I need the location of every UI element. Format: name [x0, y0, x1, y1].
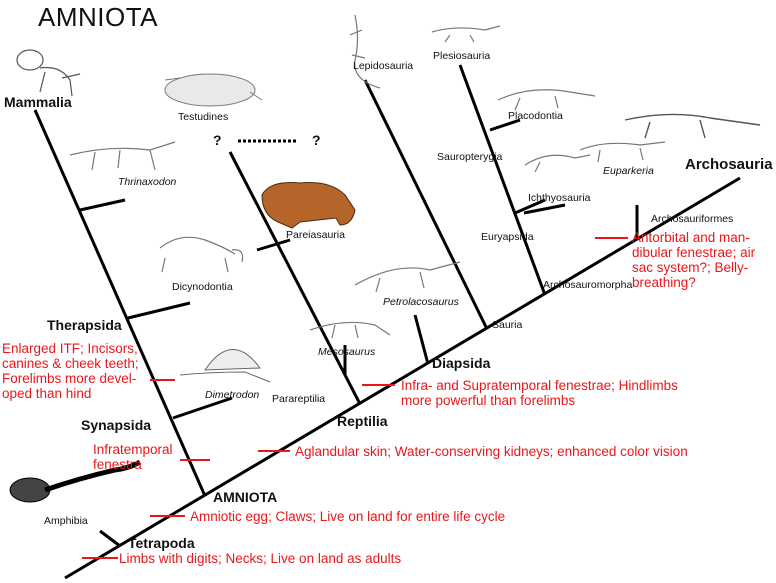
taxon-sauria: Sauria: [492, 319, 523, 331]
clade-diapsida: Diapsida: [432, 355, 491, 371]
branch-placodontia: [489, 118, 521, 132]
branch-thrinaxodon: [79, 198, 126, 212]
taxon-amphibia: Amphibia: [44, 515, 88, 527]
plesiosaur-skeleton-icon: [431, 25, 501, 43]
branch-lepidosauria: [363, 79, 489, 330]
branch-dicynodontia: [127, 301, 191, 320]
euparkeria-skeleton-icon: [579, 141, 666, 163]
trait-reptilia: Aglandular skin; Water-conserving kidney…: [295, 444, 688, 459]
trait-therapsida: Enlarged ITF; Incisors, canines & cheek …: [2, 341, 139, 401]
taxon-archosauriformes: Archosauriformes: [651, 213, 734, 225]
turtle-skeleton-icon: [164, 73, 263, 107]
taxon-archosauromorpha: Archosauromorpha: [543, 279, 633, 291]
taxon-euparkeria: Euparkeria: [603, 165, 654, 177]
thrinaxodon-skeleton-icon: [69, 141, 176, 171]
clade-amniota: AMNIOTA: [213, 489, 278, 505]
branch-pareiasauria: [256, 238, 291, 252]
branch-synapsida: [33, 109, 207, 497]
taxon-placodontia: Placodontia: [508, 110, 563, 122]
trait-synapsida: Infratemporal fenestra: [93, 442, 173, 472]
lepidosaur-skeleton-icon: [349, 14, 381, 89]
taxon-sauropterygia: Sauropterygia: [437, 151, 503, 163]
taxon-parareptilia: Parareptilia: [272, 393, 326, 405]
main-trunk-line: [64, 176, 741, 580]
taxon-ichthyosauria: Ichthyosauria: [528, 192, 591, 204]
taxon-thrinaxodon: Thrinaxodon: [118, 176, 177, 188]
crocodile-skeleton-icon: [624, 113, 761, 139]
branch-dimetrodon: [172, 396, 233, 420]
trait-amniota: Amniotic egg; Claws; Live on land for en…: [190, 509, 506, 524]
ichthyosaur-skeleton-icon: [524, 154, 591, 173]
page-title: AMNIOTA: [38, 2, 159, 32]
amphibian-icon: [9, 459, 142, 503]
placodont-skeleton-icon: [497, 89, 596, 111]
mammal-skeleton-icon: [16, 49, 81, 97]
trait-tetrapoda: Limbs with digits; Necks; Live on land a…: [119, 551, 402, 566]
dicynodont-skeleton-icon: [159, 236, 244, 273]
taxon-euryapsida: Euryapsida: [481, 231, 534, 243]
question-mark-right: ?: [312, 132, 321, 148]
taxon-dimetrodon: Dimetrodon: [205, 389, 260, 401]
mesosaurus-skeleton-icon: [309, 321, 391, 339]
clade-therapsida: Therapsida: [47, 317, 122, 333]
clade-mammalia: Mammalia: [4, 94, 72, 110]
taxon-lepidosauria: Lepidosauria: [353, 60, 414, 72]
trait-archosauriformes: Antorbital and man- dibular fenestrae; a…: [632, 230, 756, 290]
dimetrodon-skeleton-icon: [179, 349, 271, 383]
petrolacosaurus-skeleton-icon: [354, 261, 461, 293]
branch-diapsida: [413, 314, 430, 365]
clade-reptilia: Reptilia: [337, 413, 388, 429]
taxon-dicynodontia: Dicynodontia: [172, 281, 233, 293]
question-mark-left: ?: [213, 132, 222, 148]
branch-sauropterygia: [514, 198, 546, 215]
taxon-plesiosauria: Plesiosauria: [433, 50, 491, 62]
taxon-testudines: Testudines: [178, 111, 229, 123]
branch-amphibia: [99, 529, 121, 548]
branch-archosauromorpha: [458, 64, 547, 296]
trait-diapsida: Infra- and Supratemporal fenestrae; Hind…: [401, 378, 678, 408]
branch-reptilia: [228, 151, 362, 405]
clade-archosauria: Archosauria: [685, 156, 773, 173]
taxon-mesosaurus: Mesosaurus: [318, 346, 376, 358]
clade-tetrapoda: Tetrapoda: [128, 535, 195, 551]
branch-ichthyosauria: [523, 203, 566, 215]
clade-synapsida: Synapsida: [81, 417, 152, 433]
taxon-petrolacosaurus: Petrolacosaurus: [383, 296, 459, 308]
taxon-pareiasauria: Pareiasauria: [286, 229, 345, 241]
pareiasaur-icon: [261, 182, 356, 229]
